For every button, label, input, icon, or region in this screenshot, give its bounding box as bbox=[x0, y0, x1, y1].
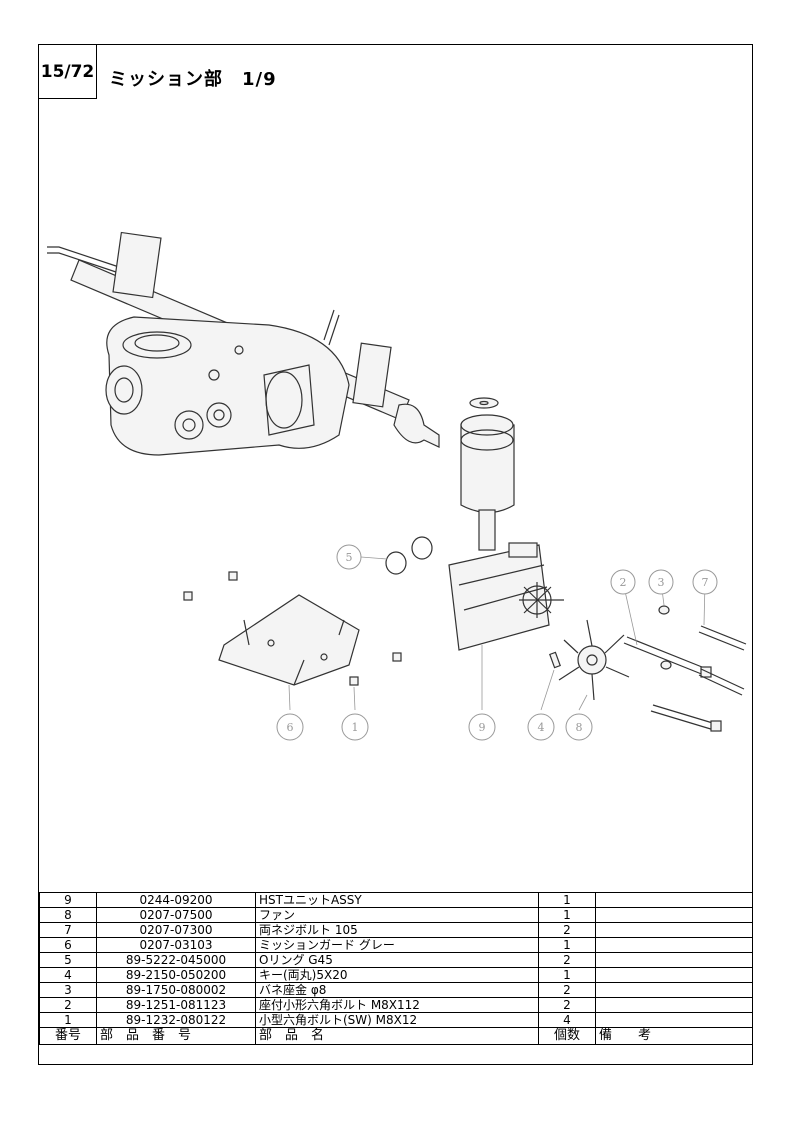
part-number-index: 1 bbox=[39, 1012, 97, 1028]
callout-6: 6 bbox=[276, 713, 304, 741]
part-code: 0207-03103 bbox=[96, 937, 256, 953]
o-rings bbox=[385, 536, 433, 575]
part-number-index: 8 bbox=[39, 907, 97, 923]
remarks bbox=[595, 952, 753, 968]
part-code: 89-1251-081123 bbox=[96, 997, 256, 1013]
part-code: 0244-09200 bbox=[96, 892, 256, 908]
callout-4: 4 bbox=[527, 713, 555, 741]
svg-text:5: 5 bbox=[346, 551, 353, 564]
remarks bbox=[595, 1012, 753, 1028]
table-header-row: 番号部 品 番 号部 品 名個数備 考 bbox=[39, 1027, 753, 1045]
page-number: 15/72 bbox=[39, 45, 97, 99]
callout-7: 7 bbox=[692, 569, 718, 595]
quantity: 1 bbox=[538, 907, 596, 923]
remarks bbox=[595, 922, 753, 938]
part-name: 座付小形六角ボルト M8X112 bbox=[255, 997, 539, 1013]
remarks bbox=[595, 937, 753, 953]
part-code: 89-2150-050200 bbox=[96, 967, 256, 983]
svg-text:9: 9 bbox=[479, 721, 486, 734]
remarks bbox=[595, 907, 753, 923]
part-code: 89-1750-080002 bbox=[96, 982, 256, 998]
part-name: 両ネジボルト 105 bbox=[255, 922, 539, 938]
svg-text:1: 1 bbox=[352, 721, 359, 734]
part-name: ファン bbox=[255, 907, 539, 923]
svg-text:6: 6 bbox=[287, 721, 294, 734]
callout-5: 5 bbox=[336, 544, 362, 570]
remarks bbox=[595, 967, 753, 983]
callout-2: 2 bbox=[610, 569, 636, 595]
page-title: ミッション部 1/9 bbox=[109, 69, 277, 90]
remarks bbox=[595, 997, 753, 1013]
part-name: Oリング G45 bbox=[255, 952, 539, 968]
callout-1: 1 bbox=[341, 713, 369, 741]
part-number-index: 6 bbox=[39, 937, 97, 953]
quantity: 2 bbox=[538, 952, 596, 968]
column-header: 部 品 名 bbox=[255, 1027, 539, 1045]
fan-part bbox=[558, 619, 630, 701]
quantity: 2 bbox=[538, 997, 596, 1013]
callout-9: 9 bbox=[468, 713, 496, 741]
quantity: 1 bbox=[538, 967, 596, 983]
part-name: キー(両丸)5X20 bbox=[255, 967, 539, 983]
exploded-parts-diagram: 5 2 3 7 6 1 9 4 8 bbox=[47, 231, 747, 741]
part-code: 0207-07500 bbox=[96, 907, 256, 923]
small-bolts bbox=[183, 571, 402, 686]
part-name: 小型六角ボルト(SW) M8X12 bbox=[255, 1012, 539, 1028]
part-number-index: 9 bbox=[39, 892, 97, 908]
part-code: 89-1232-080122 bbox=[96, 1012, 256, 1028]
svg-text:2: 2 bbox=[620, 576, 627, 589]
quantity: 1 bbox=[538, 937, 596, 953]
column-header: 個数 bbox=[538, 1027, 596, 1045]
part-number-index: 2 bbox=[39, 997, 97, 1013]
part-number-index: 7 bbox=[39, 922, 97, 938]
svg-text:8: 8 bbox=[576, 721, 583, 734]
part-code: 89-5222-045000 bbox=[96, 952, 256, 968]
part-name: バネ座金 φ8 bbox=[255, 982, 539, 998]
callout-3: 3 bbox=[648, 569, 674, 595]
quantity: 2 bbox=[538, 982, 596, 998]
quantity: 4 bbox=[538, 1012, 596, 1028]
hst-unit bbox=[448, 397, 564, 651]
part-number-index: 4 bbox=[39, 967, 97, 983]
column-header: 部 品 番 号 bbox=[96, 1027, 256, 1045]
remarks bbox=[595, 982, 753, 998]
part-number-index: 5 bbox=[39, 952, 97, 968]
column-header: 番号 bbox=[39, 1027, 97, 1045]
part-name: ミッションガード グレー bbox=[255, 937, 539, 953]
part-code: 0207-07300 bbox=[96, 922, 256, 938]
part-name: HSTユニットASSY bbox=[255, 892, 539, 908]
key-part bbox=[549, 651, 561, 669]
quantity: 1 bbox=[538, 892, 596, 908]
column-header: 備 考 bbox=[595, 1027, 753, 1045]
svg-text:4: 4 bbox=[538, 721, 545, 734]
quantity: 2 bbox=[538, 922, 596, 938]
remarks bbox=[595, 892, 753, 908]
callout-8: 8 bbox=[565, 713, 593, 741]
part-number-index: 3 bbox=[39, 982, 97, 998]
svg-text:7: 7 bbox=[702, 576, 709, 589]
transmission-assembly bbox=[47, 231, 440, 456]
mission-guard bbox=[218, 594, 360, 686]
drawing-sheet: 15/72 ミッション部 1/9 bbox=[38, 44, 753, 1065]
svg-text:3: 3 bbox=[658, 576, 665, 589]
long-bolts bbox=[623, 605, 747, 732]
